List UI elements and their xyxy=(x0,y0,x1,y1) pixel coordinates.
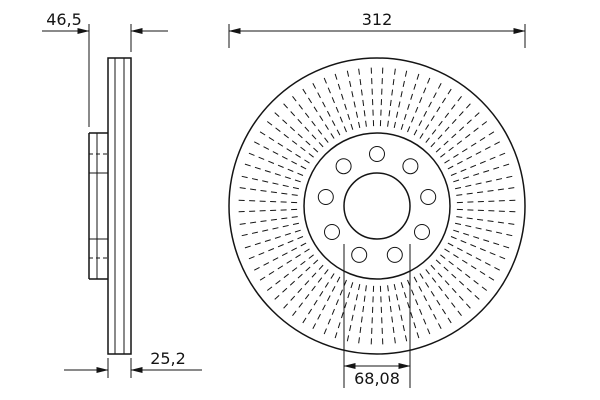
vent-slot-line xyxy=(444,131,495,164)
vent-slot-line xyxy=(407,77,431,133)
vent-slot-line xyxy=(407,279,431,335)
vent-slot-line xyxy=(370,67,375,127)
side-view xyxy=(88,57,132,355)
vent-slot-line xyxy=(358,68,367,127)
friction-ring-outline xyxy=(107,57,132,355)
vent-slot-line xyxy=(239,187,298,196)
vent-slot-line xyxy=(435,259,480,301)
bolt-hole xyxy=(369,146,385,162)
bolt-hole xyxy=(324,224,340,240)
vent-slot-line xyxy=(274,111,319,153)
vent-slot-line xyxy=(312,276,341,330)
vent-slot-line xyxy=(312,82,341,136)
vent-slot-line xyxy=(450,236,506,260)
bolt-hole xyxy=(351,246,368,263)
dimension-label-center-bore: 68,08 xyxy=(354,369,400,388)
vent-slot-line xyxy=(456,216,515,225)
vent-slot-line xyxy=(282,103,324,148)
vent-slot-line xyxy=(447,141,501,170)
dimension-overall-width: 46,5 xyxy=(42,10,168,127)
vent-slot-line xyxy=(370,285,375,345)
dimension-center-bore: 68,08 xyxy=(343,244,411,388)
outer-diameter-circle xyxy=(228,57,526,355)
vent-slot-line xyxy=(450,152,506,176)
bolt-hole xyxy=(335,158,352,175)
vent-slot-line xyxy=(430,264,472,309)
dimension-label-outer-diameter: 312 xyxy=(362,10,393,29)
vent-slot-line xyxy=(444,248,495,281)
vent-slot-line xyxy=(456,187,515,196)
vent-slot-line xyxy=(248,236,304,260)
vent-slot-line xyxy=(387,68,396,127)
vent-slot-line xyxy=(419,273,452,324)
center-bore-circle xyxy=(343,172,411,240)
dimension-label-disc-thickness: 25,2 xyxy=(150,349,186,368)
bolt-hole xyxy=(414,224,430,240)
vent-slot-line xyxy=(379,67,384,127)
vent-slot-line xyxy=(387,285,396,344)
bolt-hole xyxy=(402,158,419,175)
vent-slot-line xyxy=(456,208,516,213)
vent-slot-line xyxy=(253,242,307,271)
vent-slot-line xyxy=(323,279,347,335)
vent-slot-line xyxy=(430,103,472,148)
vent-slot-line xyxy=(238,199,298,204)
vent-slot-line xyxy=(413,82,442,136)
vent-slot-line xyxy=(238,208,298,213)
vent-slot-line xyxy=(447,242,501,271)
vent-slot-line xyxy=(259,248,310,281)
vent-slot-line xyxy=(456,199,516,204)
bolt-hole xyxy=(386,246,403,263)
vent-slot-line xyxy=(379,285,384,345)
dimension-outer-diameter: 312 xyxy=(228,10,526,48)
vent-slot-line xyxy=(323,77,347,133)
dimension-disc-thickness: 25,2 xyxy=(64,349,202,378)
vent-slot-line xyxy=(239,216,298,225)
hub-circle xyxy=(303,132,451,280)
vent-slot-line xyxy=(413,276,442,330)
bolt-hole xyxy=(317,189,334,205)
vent-slot-line xyxy=(302,273,335,324)
bolt-holes xyxy=(317,146,437,263)
dimension-label-overall-width: 46,5 xyxy=(46,10,82,29)
vent-slots xyxy=(238,67,516,345)
vent-slot-line xyxy=(435,111,480,153)
vent-slot-line xyxy=(302,88,335,139)
front-view xyxy=(228,57,526,355)
vent-slot-line xyxy=(419,88,452,139)
vent-slot-line xyxy=(259,131,310,164)
vent-slot-line xyxy=(282,264,324,309)
vent-slot-line xyxy=(253,141,307,170)
vent-slot-line xyxy=(248,152,304,176)
bolt-hole xyxy=(420,189,437,205)
vent-slot-line xyxy=(274,259,319,301)
vent-slot-line xyxy=(358,285,367,344)
